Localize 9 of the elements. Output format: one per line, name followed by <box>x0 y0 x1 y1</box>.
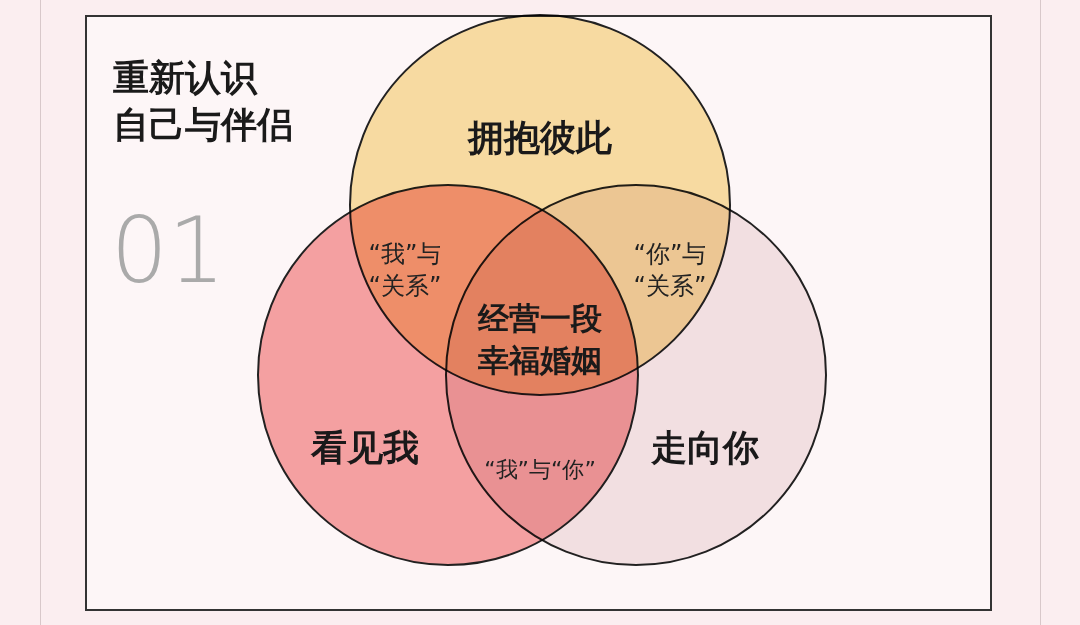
title: 重新认识自己与伴侣 <box>113 56 293 147</box>
section-number: 01 <box>110 197 226 303</box>
overlap-label: “你”与“关系” <box>633 238 707 302</box>
overlap-label: “我”与“关系” <box>368 238 442 302</box>
circle-label: 看见我 <box>311 425 419 470</box>
center-label: 经营一段幸福婚姻 <box>476 299 603 380</box>
circle-label: 拥抱彼此 <box>468 115 612 160</box>
circle-label: 走向你 <box>651 425 759 470</box>
overlap-label: “我”与“你” <box>484 456 596 484</box>
